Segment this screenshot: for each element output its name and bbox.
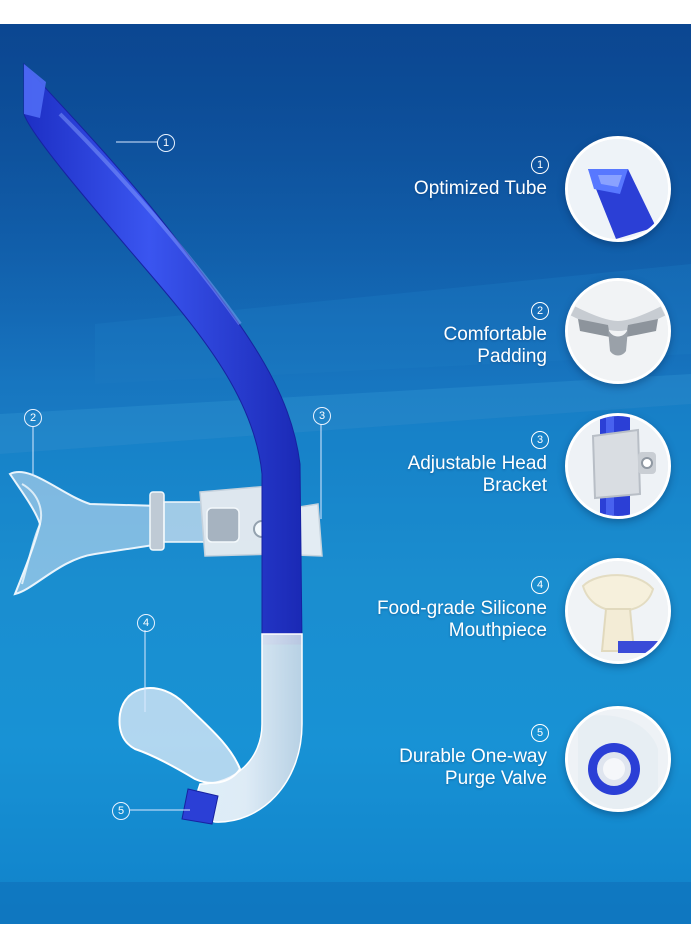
feature-number: 2 [531,302,549,320]
clear-tube [189,633,303,823]
callout-2: 2 [24,409,42,427]
feature-number: 5 [531,724,549,742]
feature-item-food-grade-silicone-mouthpiece: 4 Food-grade Silicone Mouthpiece [330,558,691,696]
feature-label: Comfortable Padding [443,324,548,367]
feature-item-durable-one-way-purge-valve: 5 Durable One-way Purge Valve [330,706,691,844]
feature-label: Durable One-way Purge Valve [399,746,547,789]
blue-tube-tip-icon [565,136,671,242]
feature-number: 4 [531,576,549,594]
purge-valve-icon [565,706,671,812]
feature-list: 1 Optimized Tube 2 Comfortable Padding [330,24,691,924]
callout-4: 4 [137,614,155,632]
feature-number: 1 [531,156,549,174]
purge-valve [181,788,219,825]
feature-item-comfortable-padding: 2 Comfortable Padding [330,278,691,422]
mouthpiece-icon [565,558,671,664]
feature-label: Food-grade Silicone Mouthpiece [376,598,547,641]
forehead-pad-icon [565,278,671,384]
feature-number: 3 [531,431,549,449]
feature-item-optimized-tube: 1 Optimized Tube [330,136,691,276]
callout-1: 1 [157,134,175,152]
callout-5: 5 [112,802,130,820]
callout-3: 3 [313,407,331,425]
bracket-clip-icon [565,413,671,519]
feature-label: Optimized Tube [413,178,547,199]
product-panel: 1 2 3 4 5 1 Optimized Tube 2 Comfortable [0,24,691,924]
feature-label: Adjustable Head Bracket [407,453,547,496]
mouthpiece [118,687,242,784]
feature-item-adjustable-head-bracket: 3 Adjustable Head Bracket [330,413,691,551]
